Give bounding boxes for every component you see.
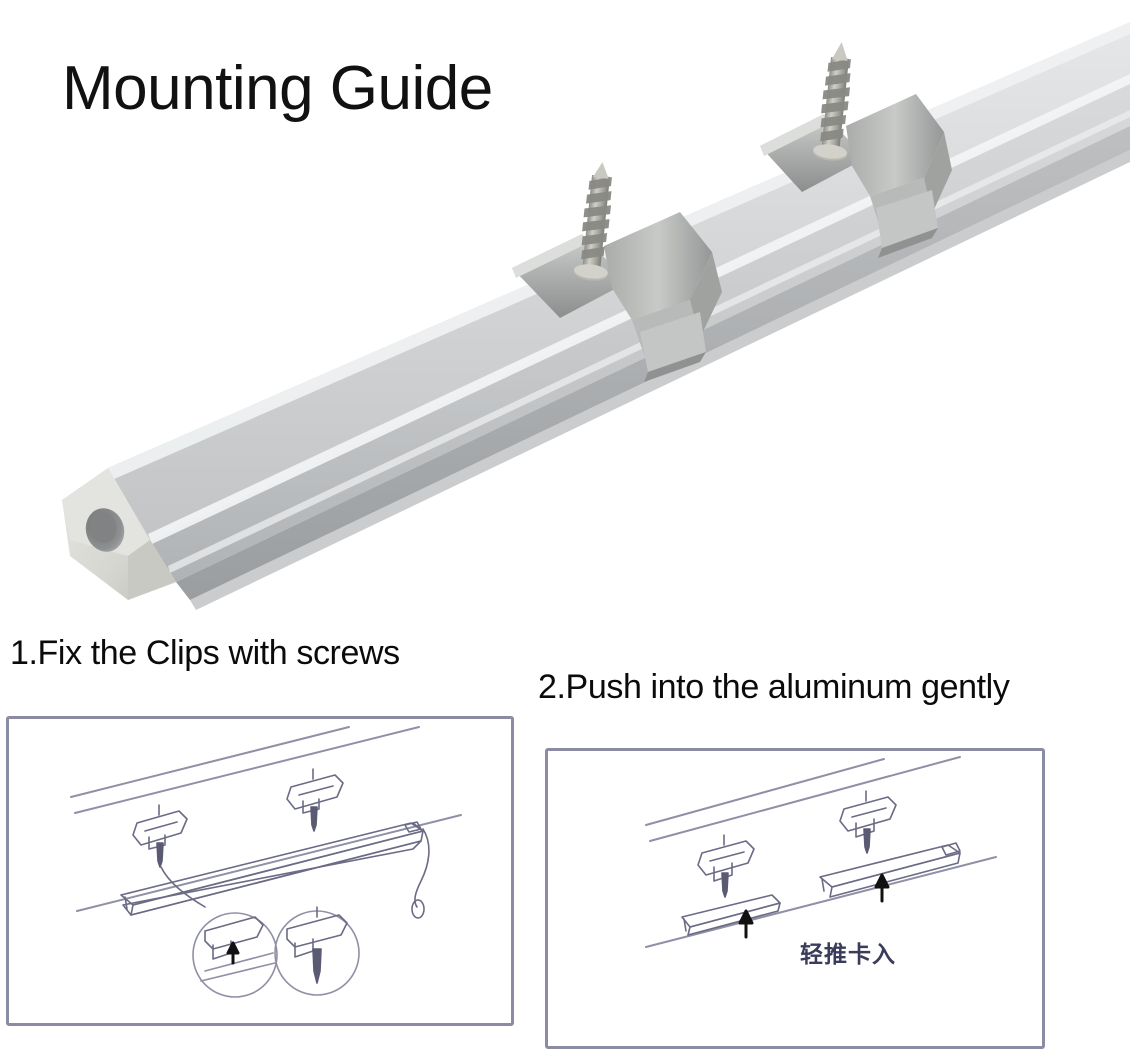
clip-2-screw <box>813 42 851 161</box>
mounting-clip-2 <box>760 42 952 258</box>
detail-callout-2 <box>274 906 360 996</box>
step-1-caption: 1.Fix the Clips with screws <box>10 634 400 672</box>
step-2-line-drawing <box>645 756 997 948</box>
diagram-led-channel-right <box>819 842 961 898</box>
clip-1-screw <box>573 162 612 281</box>
ceiling-surface-lines <box>645 756 997 948</box>
step-2-caption: 2.Push into the aluminum gently <box>538 668 1010 706</box>
page-title: Mounting Guide <box>62 54 493 123</box>
detail-callout-1 <box>192 912 278 998</box>
diagram-clip-left <box>132 804 188 868</box>
diagram-led-channel-left <box>681 894 781 936</box>
step-2-chinese-note: 轻推卡入 <box>800 941 896 967</box>
callout-leader-line <box>160 866 206 908</box>
step-2-diagram <box>545 748 1045 1049</box>
diagram-clip-right <box>839 790 897 854</box>
diagram-wire <box>411 828 430 919</box>
product-photo-illustration <box>62 22 1130 610</box>
hero-product-photo <box>62 22 1130 610</box>
push-arrows <box>738 873 890 939</box>
step-1-diagram <box>6 716 514 1026</box>
mounting-clip-1 <box>512 162 722 382</box>
diagram-led-channel <box>120 821 424 916</box>
aluminum-channel <box>108 22 1130 610</box>
step-1-line-drawing <box>70 726 462 998</box>
diagram-clip-left <box>697 834 755 898</box>
ceiling-surface-lines <box>70 726 462 912</box>
channel-end-cap <box>62 468 176 600</box>
diagram-clip-right <box>286 768 344 832</box>
